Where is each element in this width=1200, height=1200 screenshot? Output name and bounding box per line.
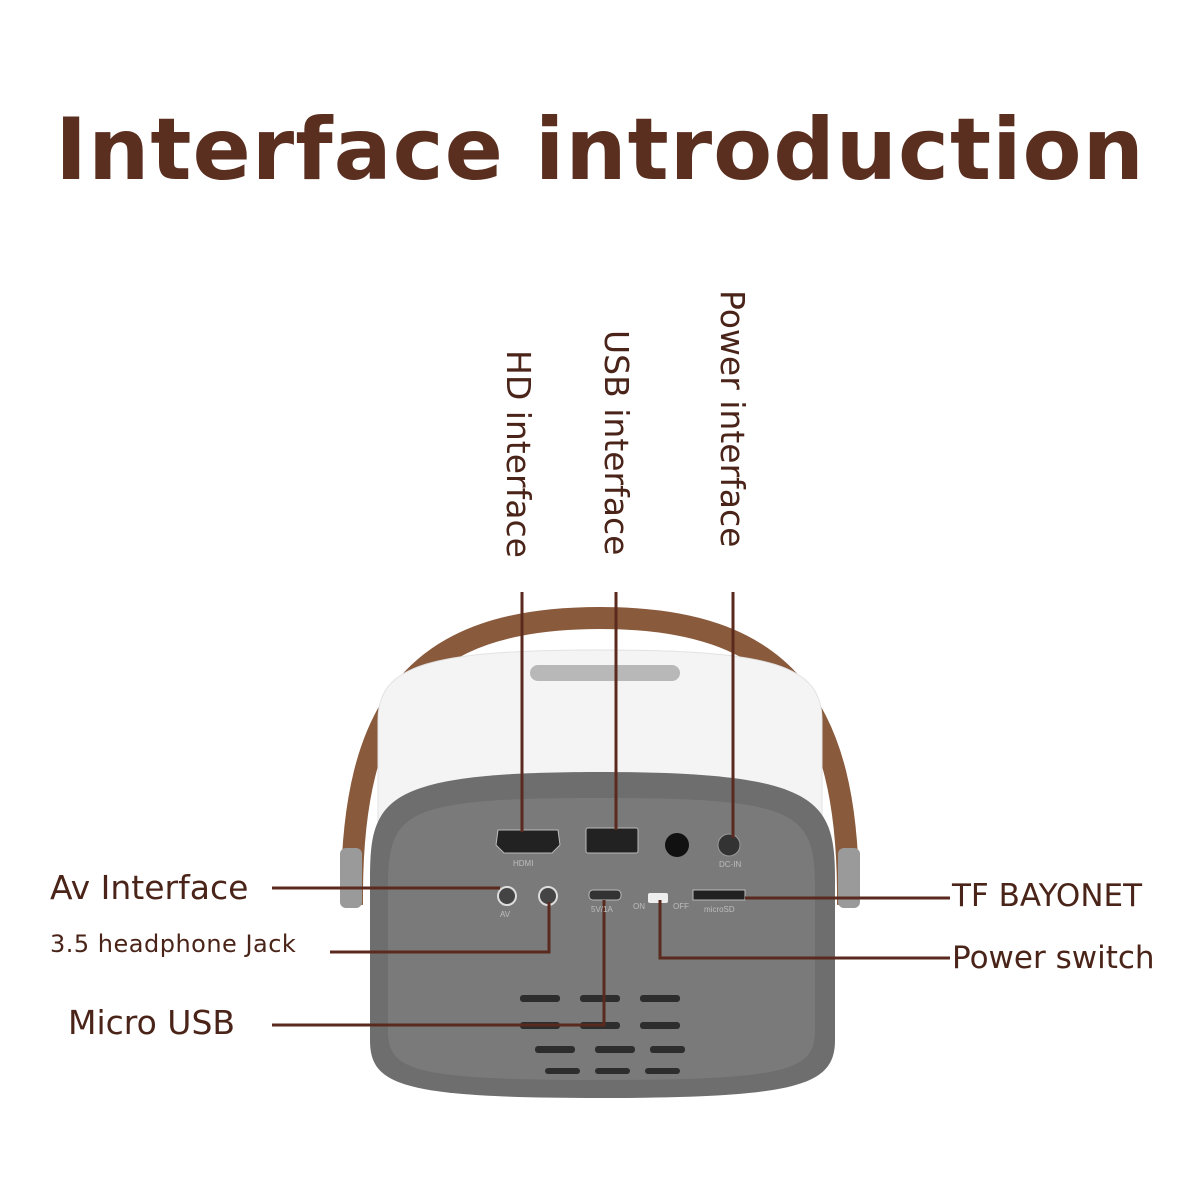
top-buttons	[530, 665, 680, 681]
leader-lines	[272, 592, 950, 1027]
microusb-marking: 5V/1A	[591, 905, 613, 914]
microsd-slot	[692, 889, 746, 901]
label-hd-interface: HD interface	[499, 350, 538, 558]
hdmi-port	[495, 829, 561, 854]
label-av-interface: Av Interface	[50, 868, 249, 907]
label-tf-bayonet: TF BAYONET	[952, 878, 1143, 914]
page-title: Interface introduction	[55, 100, 1145, 200]
leader-micro-usb	[272, 900, 606, 1027]
micro-usb-port	[588, 889, 622, 901]
av-port	[497, 886, 517, 906]
microsd-marking: microSD	[704, 905, 735, 914]
off-marking: OFF	[673, 902, 689, 911]
label-power-switch: Power switch	[952, 940, 1155, 976]
leader-power-switch	[658, 900, 950, 960]
handle-knob-right	[838, 848, 860, 908]
leader-headphone	[330, 902, 551, 954]
on-marking: ON	[633, 902, 645, 911]
usb-port	[585, 827, 639, 854]
label-power-interface: Power interface	[713, 290, 752, 548]
label-usb-interface: USB interface	[597, 330, 636, 556]
dc-in-port	[717, 833, 741, 857]
hdmi-marking: HDMI	[513, 859, 534, 868]
handle-knob-left	[340, 848, 362, 908]
label-micro-usb: Micro USB	[68, 1003, 236, 1042]
ir-window	[665, 833, 689, 857]
dcin-marking: DC-IN	[719, 860, 742, 869]
handle	[340, 606, 860, 906]
power-switch	[648, 893, 668, 903]
av-marking: AV	[500, 910, 511, 919]
label-headphone-jack: 3.5 headphone Jack	[50, 930, 297, 958]
